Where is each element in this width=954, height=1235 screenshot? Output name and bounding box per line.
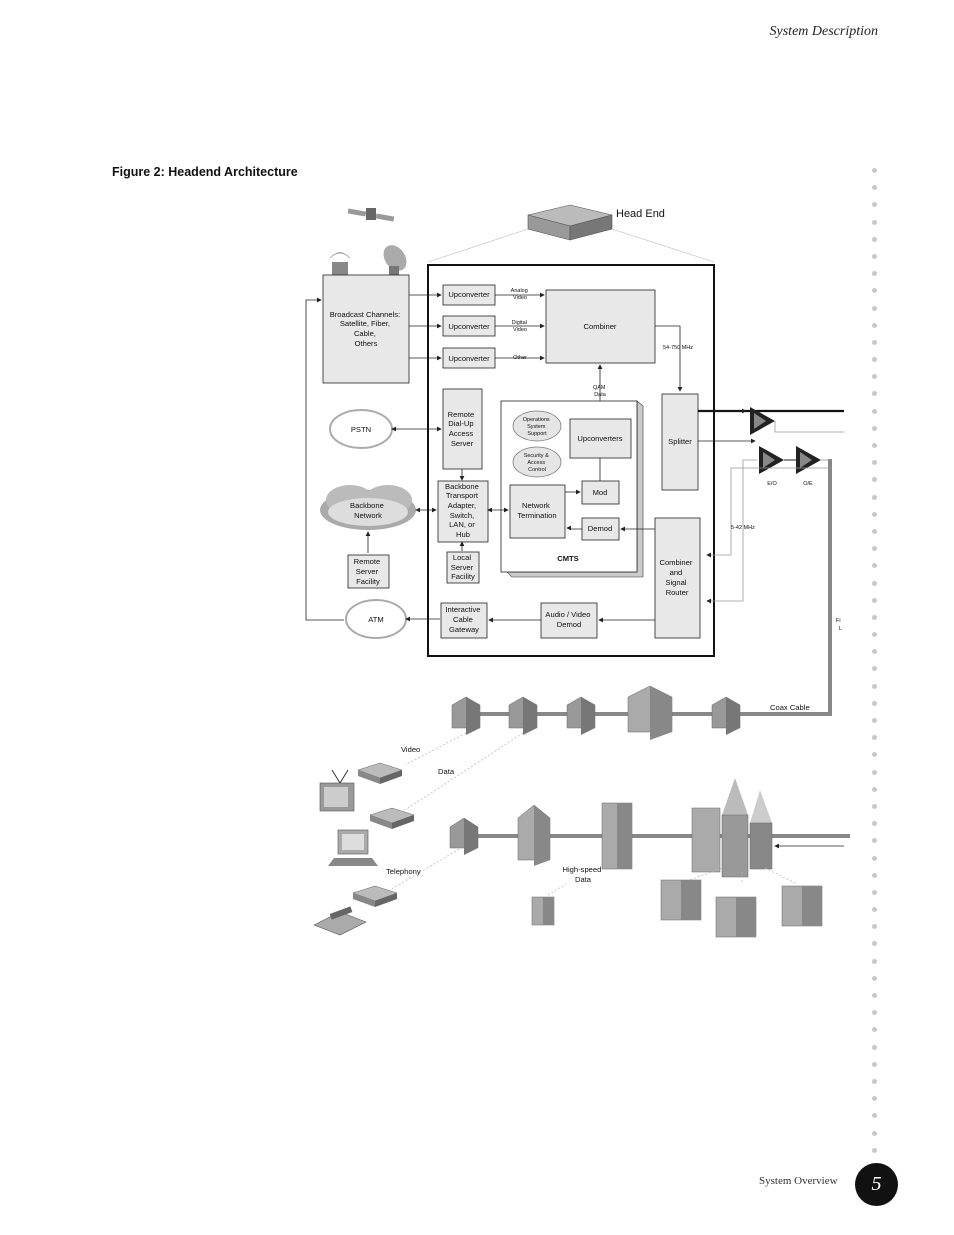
house-icon [566,696,596,735]
demod-label: Demod [588,524,612,533]
security-ellipse [512,446,562,478]
apartment-building-icon [627,685,673,740]
header-section-title: System Description [769,24,878,39]
tower-building-icon [601,802,633,870]
network-termination-box [509,484,566,539]
remote-server-box [347,554,390,589]
head-end-label: Head End [616,208,665,220]
page-number-badge: 5 [855,1163,898,1206]
remote-server-label: Remote Server Facility [354,557,383,586]
security-label: Security & Access Control [524,453,551,473]
margin-dot-rule [872,168,882,1165]
house-icon [451,696,481,735]
city-skyline-icon [691,778,773,878]
ops-support-ellipse [512,410,562,442]
television-icon [319,769,355,812]
backbone-transport-label: Backbone Transport Adapter, Switch, LAN,… [445,482,481,539]
combiner-router-label: Combiner and Signal Router [659,558,694,597]
upconverter-other-label: Upconverter [448,354,490,363]
upconverters-box [569,418,632,459]
oe-converter-icon [796,446,821,474]
headend-architecture-diagram: Head End Broadcast Channels: Satellite, … [305,204,850,938]
office-building-icon [517,804,551,866]
video-label: Video [401,745,420,754]
av-demod-label: Audio / Video Demod [545,610,592,629]
telephony-modem-icon [352,885,398,907]
amplifier-upper-icon [750,407,775,435]
remote-dialup-box [442,388,483,470]
local-server-box [446,551,480,584]
freq-low-label: 5-42 MHz [731,525,755,531]
remote-dialup-label: Remote Dial-Up Access Server [448,410,477,448]
house-icon [508,696,538,735]
computer-icon [328,829,378,866]
splitter-box [661,393,699,491]
combiner-label: Combiner [584,322,617,331]
server-tower-icon [660,879,702,921]
house-icon [449,817,479,855]
satellite-dish-icon [383,245,407,276]
digital-video-label: Digital Video [512,320,529,333]
network-termination-label: Network Termination [517,501,556,520]
upconverter-analog-label: Upconverter [448,290,490,299]
interactive-gateway-box [440,602,488,639]
qam-data-label: QAM Data [593,385,607,398]
antenna-tower-icon [329,252,351,276]
backbone-network-label: Backbone Network [350,501,386,520]
data-label: Data [438,767,455,776]
splitter-label: Splitter [668,437,692,446]
eo-converter-icon [759,446,784,474]
freq-high-label: 54-750 MHz [663,345,693,351]
upconverter-digital-label: Upconverter [448,322,490,331]
pstn-label: PSTN [351,425,371,434]
broadcast-channels-label: Broadcast Channels: Satellite, Fiber, Ca… [330,310,403,348]
demod-box [581,517,620,541]
oe-label: O/E [803,481,813,487]
head-end-device-icon [527,204,613,241]
backbone-network-cloud-icon [320,485,416,530]
upconverters-label: Upconverters [577,434,622,443]
mod-label: Mod [593,488,608,497]
eo-label: E/O [767,481,777,487]
analog-video-label: Analog Video [511,288,530,301]
head-end-frame [427,264,715,657]
satellite-icon [347,208,395,222]
figure-caption: Figure 2: Headend Architecture [112,165,298,179]
coax-cable-label: Coax Cable [770,703,810,712]
telephony-label: Telephony [386,867,421,876]
atm-label: ATM [368,615,383,624]
ops-support-label: Operations System Support [523,417,551,437]
set-top-box-icon [357,762,403,784]
footer-section-label: System Overview [759,1175,838,1187]
fiber-cut-label: Fi L [836,618,842,632]
broadcast-channels-box [322,274,410,384]
server-tower-icon [781,885,823,927]
house-icon [711,696,741,735]
interactive-gateway-label: Interactive Cable Gateway [445,605,482,634]
mod-box [581,480,620,505]
server-tower-icon [531,896,555,926]
local-server-label: Local Server Facility [451,553,476,581]
av-demod-box [540,602,598,639]
cmts-label: CMTS [557,554,579,563]
combiner-router-box [654,517,701,639]
cable-modem-icon [369,807,415,829]
combiner-box [545,289,656,364]
telephone-icon [313,906,367,936]
highspeed-data-label: High-speed Data [563,865,604,884]
server-tower-icon [715,896,757,938]
